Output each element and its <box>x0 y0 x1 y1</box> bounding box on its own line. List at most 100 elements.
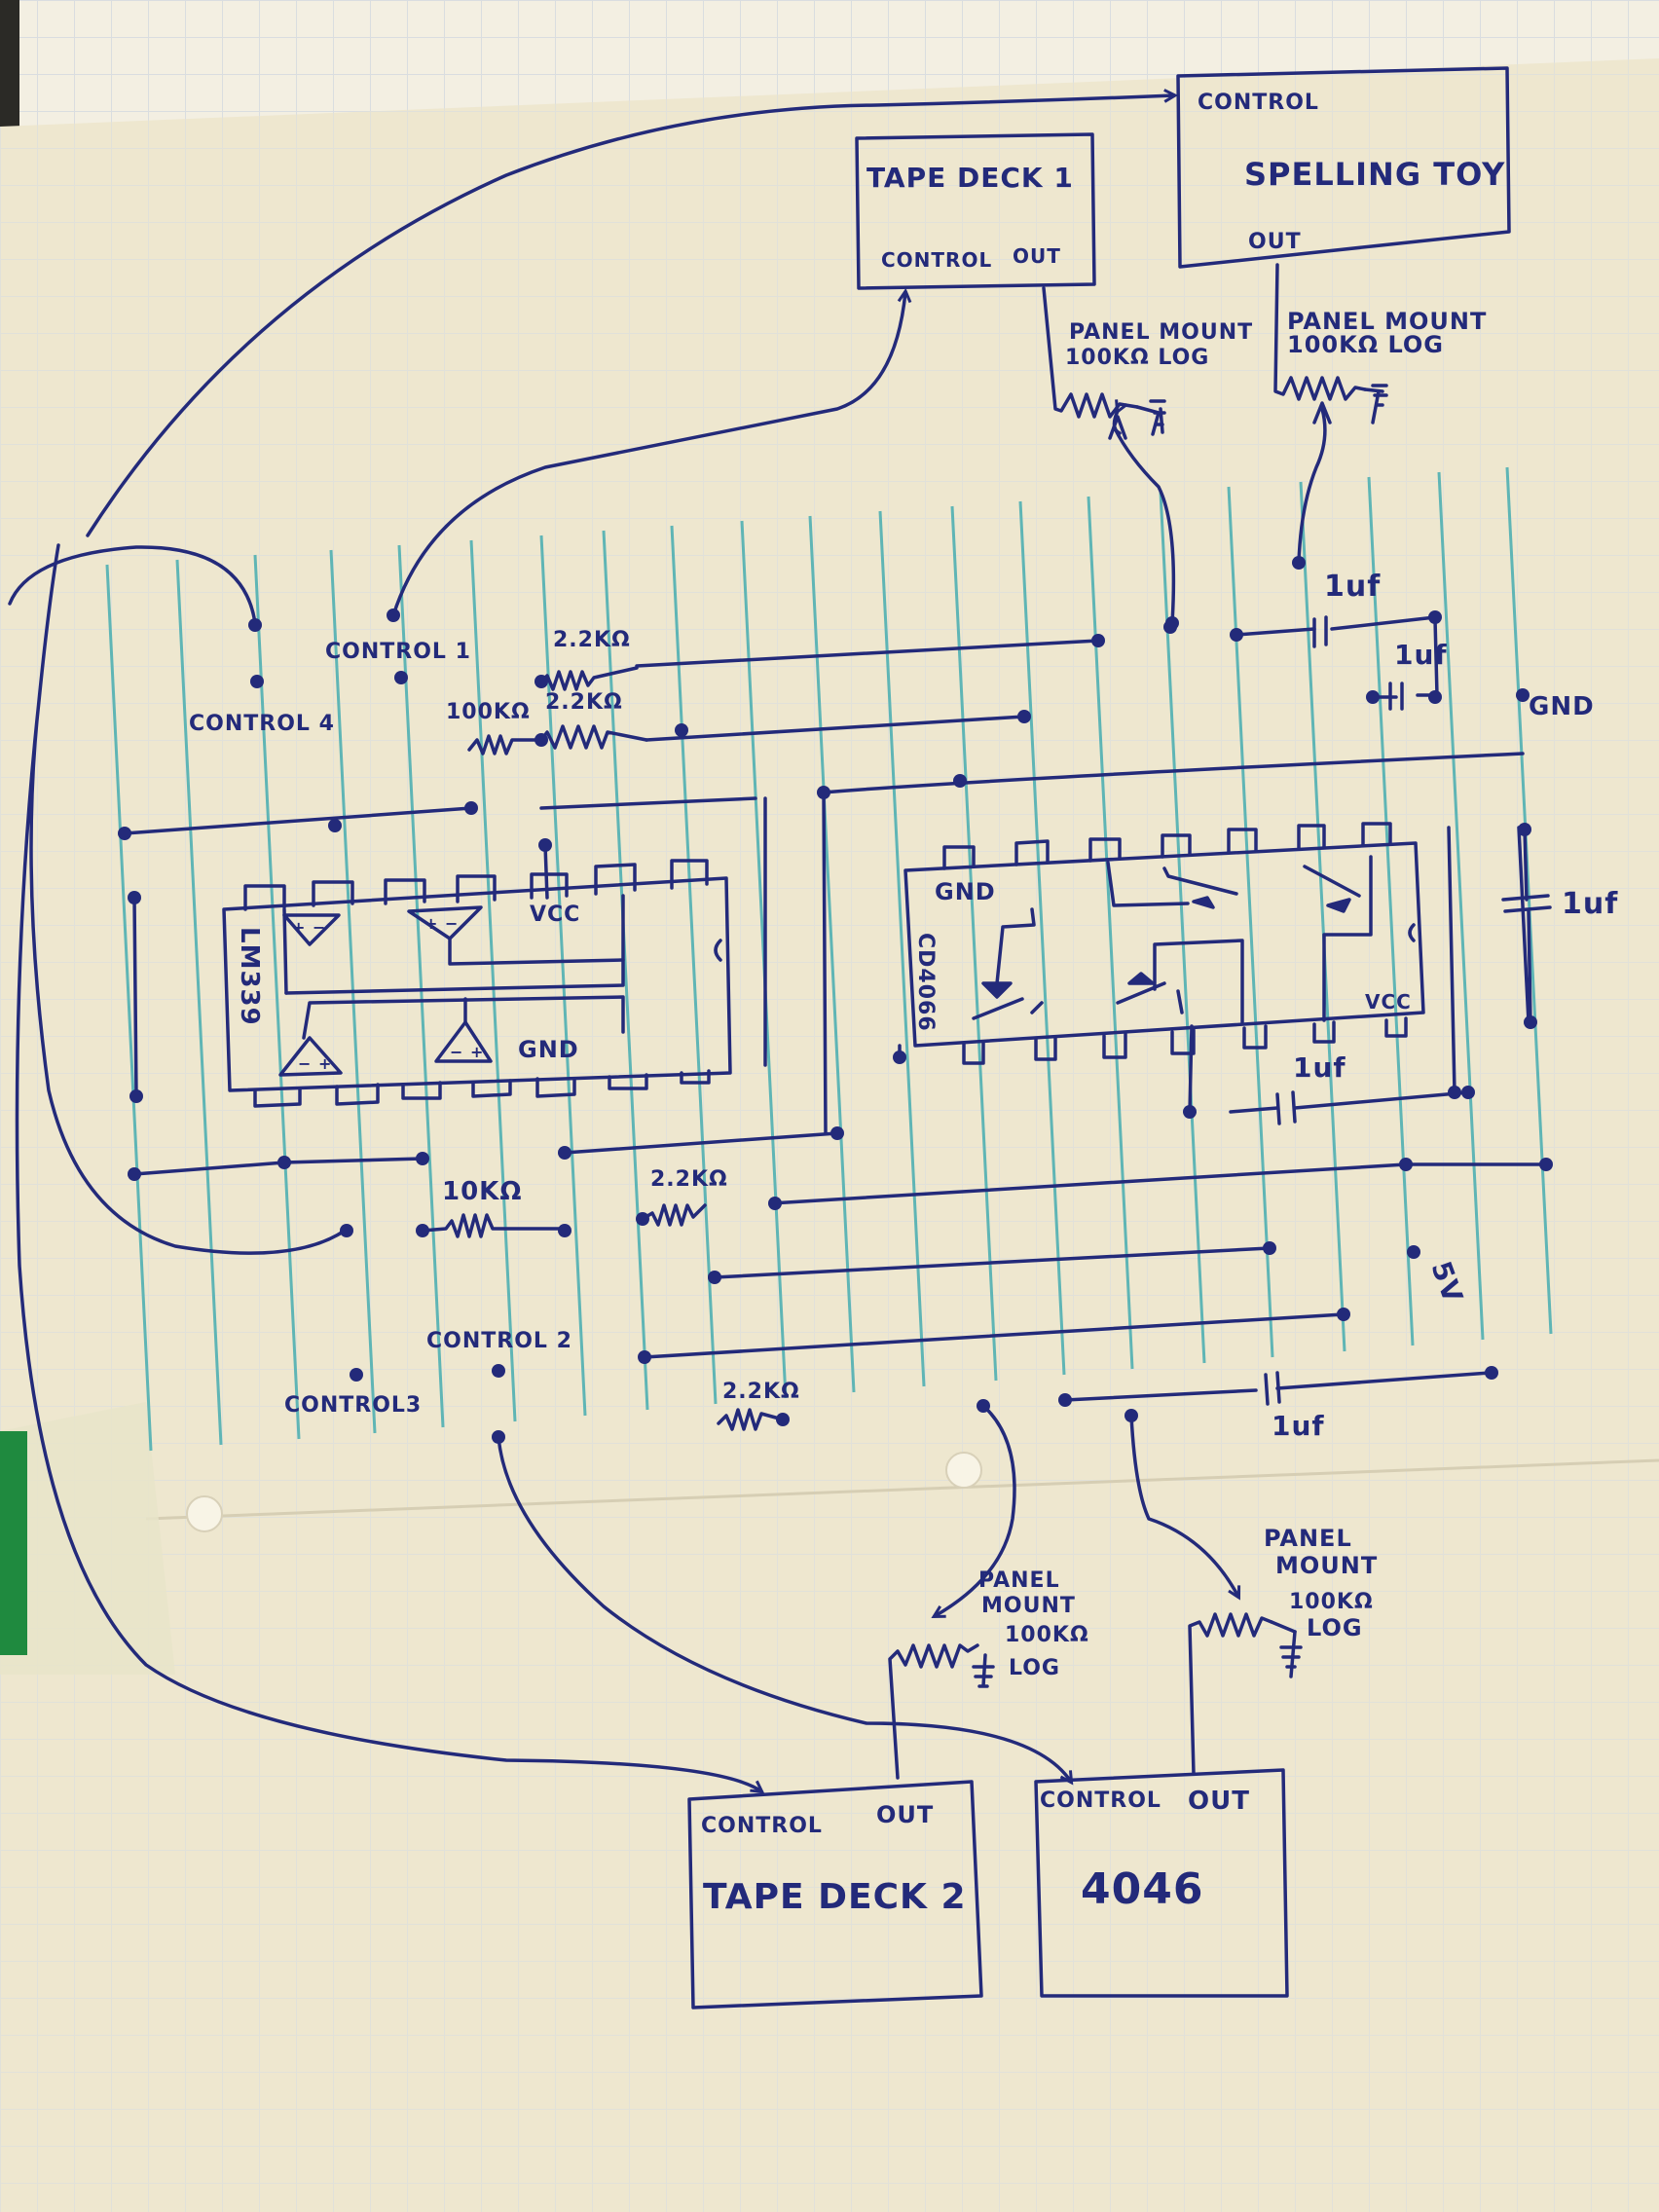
capacitor-c4-label: 1uf <box>1293 1051 1346 1084</box>
cd4066-label: CD4066 <box>913 933 938 1032</box>
solder-dot <box>328 819 342 832</box>
solder-dot <box>1428 690 1442 704</box>
solder-dot <box>464 801 478 815</box>
solder-dot <box>1461 1086 1475 1099</box>
cd4066-vcc-label: VCC <box>1365 990 1412 1014</box>
spelling-toy-block: CONTROL SPELLING TOY OUT <box>1176 66 1511 269</box>
board-capacitors: 1uf 1uf 1uf 1uf 1uf <box>1264 570 1618 1442</box>
tape-strip <box>0 1402 175 1675</box>
solder-dot <box>416 1152 429 1165</box>
solder-dots <box>118 556 1553 1444</box>
chip-4046-block: CONTROL OUT 4046 <box>1034 1768 1289 1998</box>
solder-dot <box>776 1413 790 1426</box>
solder-dot <box>128 1167 141 1181</box>
resistor-r4-label: 10KΩ <box>442 1177 522 1206</box>
lm339-label: LM339 <box>235 927 264 1026</box>
solder-dot <box>977 1399 990 1413</box>
control-4-label: CONTROL 4 <box>189 712 335 736</box>
solder-dot <box>1516 688 1530 702</box>
svg-text:− +: − + <box>298 1054 332 1073</box>
pot-4-label-line2: MOUNT <box>1275 1552 1378 1579</box>
pot-2-label-line1: PANEL MOUNT <box>1287 308 1487 335</box>
strip-line <box>1159 491 1206 1364</box>
pot-1-label-line1: PANEL MOUNT <box>1069 320 1253 345</box>
solder-dot <box>387 608 400 622</box>
spelling-toy-control-label: CONTROL <box>1198 91 1319 115</box>
spelling-toy-title: SPELLING TOY <box>1244 156 1505 193</box>
strip-line <box>1299 481 1346 1352</box>
strip-line <box>808 515 856 1393</box>
stripboard-strips <box>105 466 1553 1452</box>
pot-3-label-line2: MOUNT <box>981 1594 1076 1618</box>
solder-dot <box>953 774 967 788</box>
solder-dot <box>538 838 552 852</box>
cd4066-chip: GND VCC CD4066 <box>903 822 1425 1065</box>
solder-dot <box>1407 1245 1420 1259</box>
solder-dot <box>535 733 548 747</box>
strip-line <box>878 510 926 1387</box>
solder-dot <box>1448 1086 1461 1099</box>
resistor-r5-label: 2.2KΩ <box>650 1167 728 1192</box>
solder-dot <box>675 723 688 737</box>
solder-dot <box>128 891 141 904</box>
solder-dot <box>1518 823 1531 836</box>
solder-dot <box>340 1224 353 1237</box>
solder-dot <box>1399 1158 1413 1171</box>
panel-pot-2: PANEL MOUNT 100KΩ LOG <box>1273 263 1487 565</box>
lm339-chip: + − + − − + − + VCC GND LM339 <box>222 859 732 1108</box>
tape-deck-2-control-label: CONTROL <box>701 1814 823 1838</box>
chip-4046-out-label: OUT <box>1188 1787 1250 1816</box>
solder-dot <box>250 675 264 688</box>
strip-line <box>1018 500 1066 1376</box>
pot-3-label-line3: 100KΩ <box>1005 1623 1089 1647</box>
solder-dot <box>1165 616 1179 630</box>
pot-4-label-line4: LOG <box>1307 1614 1363 1641</box>
strip-line <box>253 554 301 1440</box>
solder-dot <box>1017 710 1031 723</box>
strip-line <box>105 564 153 1452</box>
solder-dot <box>830 1126 844 1140</box>
solder-dot <box>1539 1158 1553 1171</box>
capacitor-c3-label: 1uf <box>1562 887 1618 921</box>
lm339-gnd-label: GND <box>518 1036 579 1063</box>
solder-dot <box>1230 628 1243 642</box>
capacitor-c5-label: 1uf <box>1272 1410 1325 1442</box>
solder-dot <box>129 1089 143 1103</box>
resistor-r1-label: 2.2KΩ <box>553 628 631 652</box>
strip-line <box>1367 476 1415 1346</box>
board-resistors: 2.2KΩ 2.2KΩ 100KΩ 10KΩ 2.2KΩ 2.2KΩ <box>421 628 799 1431</box>
solder-dot <box>1337 1308 1350 1321</box>
pot-4-label-line3: 100KΩ <box>1289 1590 1374 1614</box>
pot-1-label-line2: 100KΩ LOG <box>1065 346 1209 370</box>
solder-dot <box>817 786 830 799</box>
solder-dot <box>893 1051 906 1064</box>
panel-pot-1: PANEL MOUNT 100KΩ LOG <box>1042 286 1253 625</box>
solder-dot <box>1524 1015 1537 1029</box>
wire-control1-to-tape-deck-1 <box>391 292 905 617</box>
svg-text:+ −: + − <box>424 914 459 933</box>
green-tape-edge <box>0 1431 27 1655</box>
strip-line <box>950 505 998 1382</box>
solder-dot <box>248 618 262 632</box>
tape-deck-1-block: TAPE DECK 1 CONTROL OUT <box>855 132 1096 290</box>
solder-dot <box>492 1430 505 1444</box>
solder-dot <box>558 1224 571 1237</box>
board-wires <box>123 615 1548 1402</box>
wire-control3-loop-to-tape-deck-2 <box>15 543 762 1791</box>
solder-dot <box>1183 1105 1197 1119</box>
lm339-vcc-label: VCC <box>530 903 580 927</box>
solder-dot <box>558 1146 571 1160</box>
solder-dot <box>416 1224 429 1237</box>
solder-dot <box>277 1156 291 1169</box>
spelling-toy-out-label: OUT <box>1248 230 1302 254</box>
solder-dot <box>492 1364 505 1378</box>
strip-line <box>469 539 517 1422</box>
tape-deck-2-block: CONTROL OUT TAPE DECK 2 <box>687 1780 983 2009</box>
resistor-r3-label: 100KΩ <box>446 700 531 724</box>
solder-dot <box>1485 1366 1498 1380</box>
solder-dot <box>535 675 548 688</box>
solder-dot <box>1428 610 1442 624</box>
strip-line <box>1505 466 1553 1335</box>
strip-line <box>602 530 649 1411</box>
